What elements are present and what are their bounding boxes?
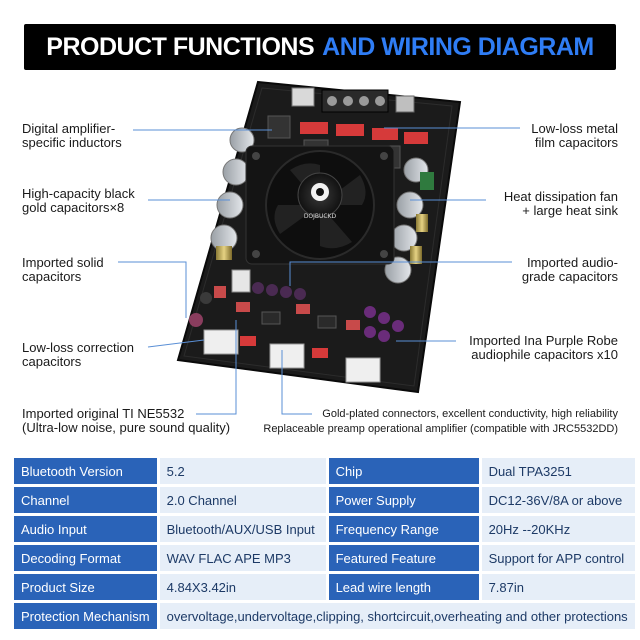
cooling-fan: DOJBUCKD — [245, 145, 395, 265]
spec-key: Protection Mechanism — [14, 603, 157, 629]
callout-audio-capacitors-line2: grade capacitors — [521, 269, 618, 284]
callout-lines — [118, 127, 520, 415]
spec-value: DC12-36V/8A or above — [481, 487, 635, 513]
gold-capacitors-right — [384, 157, 429, 284]
spec-value: overvoltage,undervoltage,clipping, short… — [159, 603, 635, 629]
callout-audio-capacitors-line1: Imported audio- — [526, 255, 618, 270]
callout-solid-capacitors: Imported solid capacitors — [22, 256, 104, 284]
callout-film-capacitors-line1: Low-loss metal — [531, 121, 618, 136]
spec-value: 2.0 Channel — [159, 487, 326, 513]
callout-gold-capacitors-line2: gold capacitors×8 — [22, 200, 125, 215]
callout-connectors-opamp: Gold-plated connectors, excellent conduc… — [263, 407, 618, 437]
callout-fan-heatsink-line1: Heat dissipation fan — [503, 189, 618, 204]
spec-key: Chip — [328, 458, 479, 484]
callout-correction-capacitors-line2: capacitors — [22, 354, 82, 369]
spec-value: 4.84X3.42in — [159, 574, 326, 600]
table-row: Decoding Format WAV FLAC APE MP3 Feature… — [14, 545, 635, 571]
table-row: Bluetooth Version 5.2 Chip Dual TPA3251 — [14, 458, 635, 484]
callout-ne5532-line1: Imported original TI NE5532 — [22, 406, 185, 421]
callout-solid-capacitors-line1: Imported solid — [22, 255, 104, 270]
callout-fan-heatsink-line2: + large heat sink — [522, 203, 618, 218]
spec-key: Lead wire length — [328, 574, 479, 600]
callout-solid-capacitors-line2: capacitors — [22, 269, 82, 284]
spec-key: Channel — [14, 487, 157, 513]
gold-capacitors-left — [210, 127, 255, 260]
callout-audio-capacitors: Imported audio- grade capacitors — [522, 256, 618, 284]
spec-value: 5.2 — [159, 458, 326, 484]
callout-inductors-line1: Digital amplifier- — [22, 121, 116, 136]
white-connectors — [203, 329, 381, 383]
callout-correction-capacitors-line1: Low-loss correction — [22, 340, 134, 355]
callout-ne5532: Imported original TI NE5532 (Ultra-low n… — [22, 407, 230, 435]
spec-key: Decoding Format — [14, 545, 157, 571]
callout-fan-heatsink: Heat dissipation fan + large heat sink — [504, 190, 618, 218]
callout-film-capacitors: Low-loss metal film capacitors — [531, 122, 618, 150]
spec-value: 7.87in — [481, 574, 635, 600]
spec-value: 20Hz --20KHz — [481, 516, 635, 542]
spec-value: Bluetooth/AUX/USB Input — [159, 516, 326, 542]
banner-title-white: PRODUCT FUNCTIONS — [46, 32, 315, 61]
banner-title-blue: AND WIRING DIAGRAM — [322, 32, 594, 61]
spec-key: Power Supply — [328, 487, 479, 513]
specs-table: Bluetooth Version 5.2 Chip Dual TPA3251 … — [11, 455, 638, 632]
spec-key: Frequency Range — [328, 516, 479, 542]
table-row: Product Size 4.84X3.42in Lead wire lengt… — [14, 574, 635, 600]
spec-key: Bluetooth Version — [14, 458, 157, 484]
spec-value: Support for APP control — [481, 545, 635, 571]
header-banner: PRODUCT FUNCTIONS AND WIRING DIAGRAM — [24, 24, 616, 70]
spec-value: Dual TPA3251 — [481, 458, 635, 484]
callout-inductors-line2: specific inductors — [22, 135, 122, 150]
table-row: Channel 2.0 Channel Power Supply DC12-36… — [14, 487, 635, 513]
callout-correction-capacitors: Low-loss correction capacitors — [22, 341, 134, 369]
callout-purple-capacitors: Imported Ina Purple Robe audiophile capa… — [469, 334, 618, 362]
callout-connectors-line: Gold-plated connectors, excellent conduc… — [322, 408, 618, 420]
callout-gold-capacitors-line1: High-capacity black — [22, 186, 135, 201]
callout-gold-capacitors: High-capacity black gold capacitors×8 — [22, 187, 135, 215]
spec-key: Featured Feature — [328, 545, 479, 571]
callout-opamp-line: Replaceable preamp operational amplifier… — [263, 423, 618, 435]
callout-ne5532-line2: (Ultra-low noise, pure sound quality) — [22, 420, 231, 435]
table-row: Audio Input Bluetooth/AUX/USB Input Freq… — [14, 516, 635, 542]
spec-key: Audio Input — [14, 516, 157, 542]
terminal-block — [321, 89, 389, 113]
spec-key: Product Size — [14, 574, 157, 600]
spec-value: WAV FLAC APE MP3 — [159, 545, 326, 571]
callout-purple-capacitors-line2: audiophile capacitors x10 — [471, 347, 618, 362]
callout-inductors: Digital amplifier- specific inductors — [22, 122, 122, 150]
fan-logo-text: DOJBUCKD — [304, 213, 337, 220]
callout-film-capacitors-line2: film capacitors — [534, 135, 618, 150]
table-row: Protection Mechanism overvoltage,undervo… — [14, 603, 635, 629]
callout-purple-capacitors-line1: Imported Ina Purple Robe — [469, 333, 618, 348]
